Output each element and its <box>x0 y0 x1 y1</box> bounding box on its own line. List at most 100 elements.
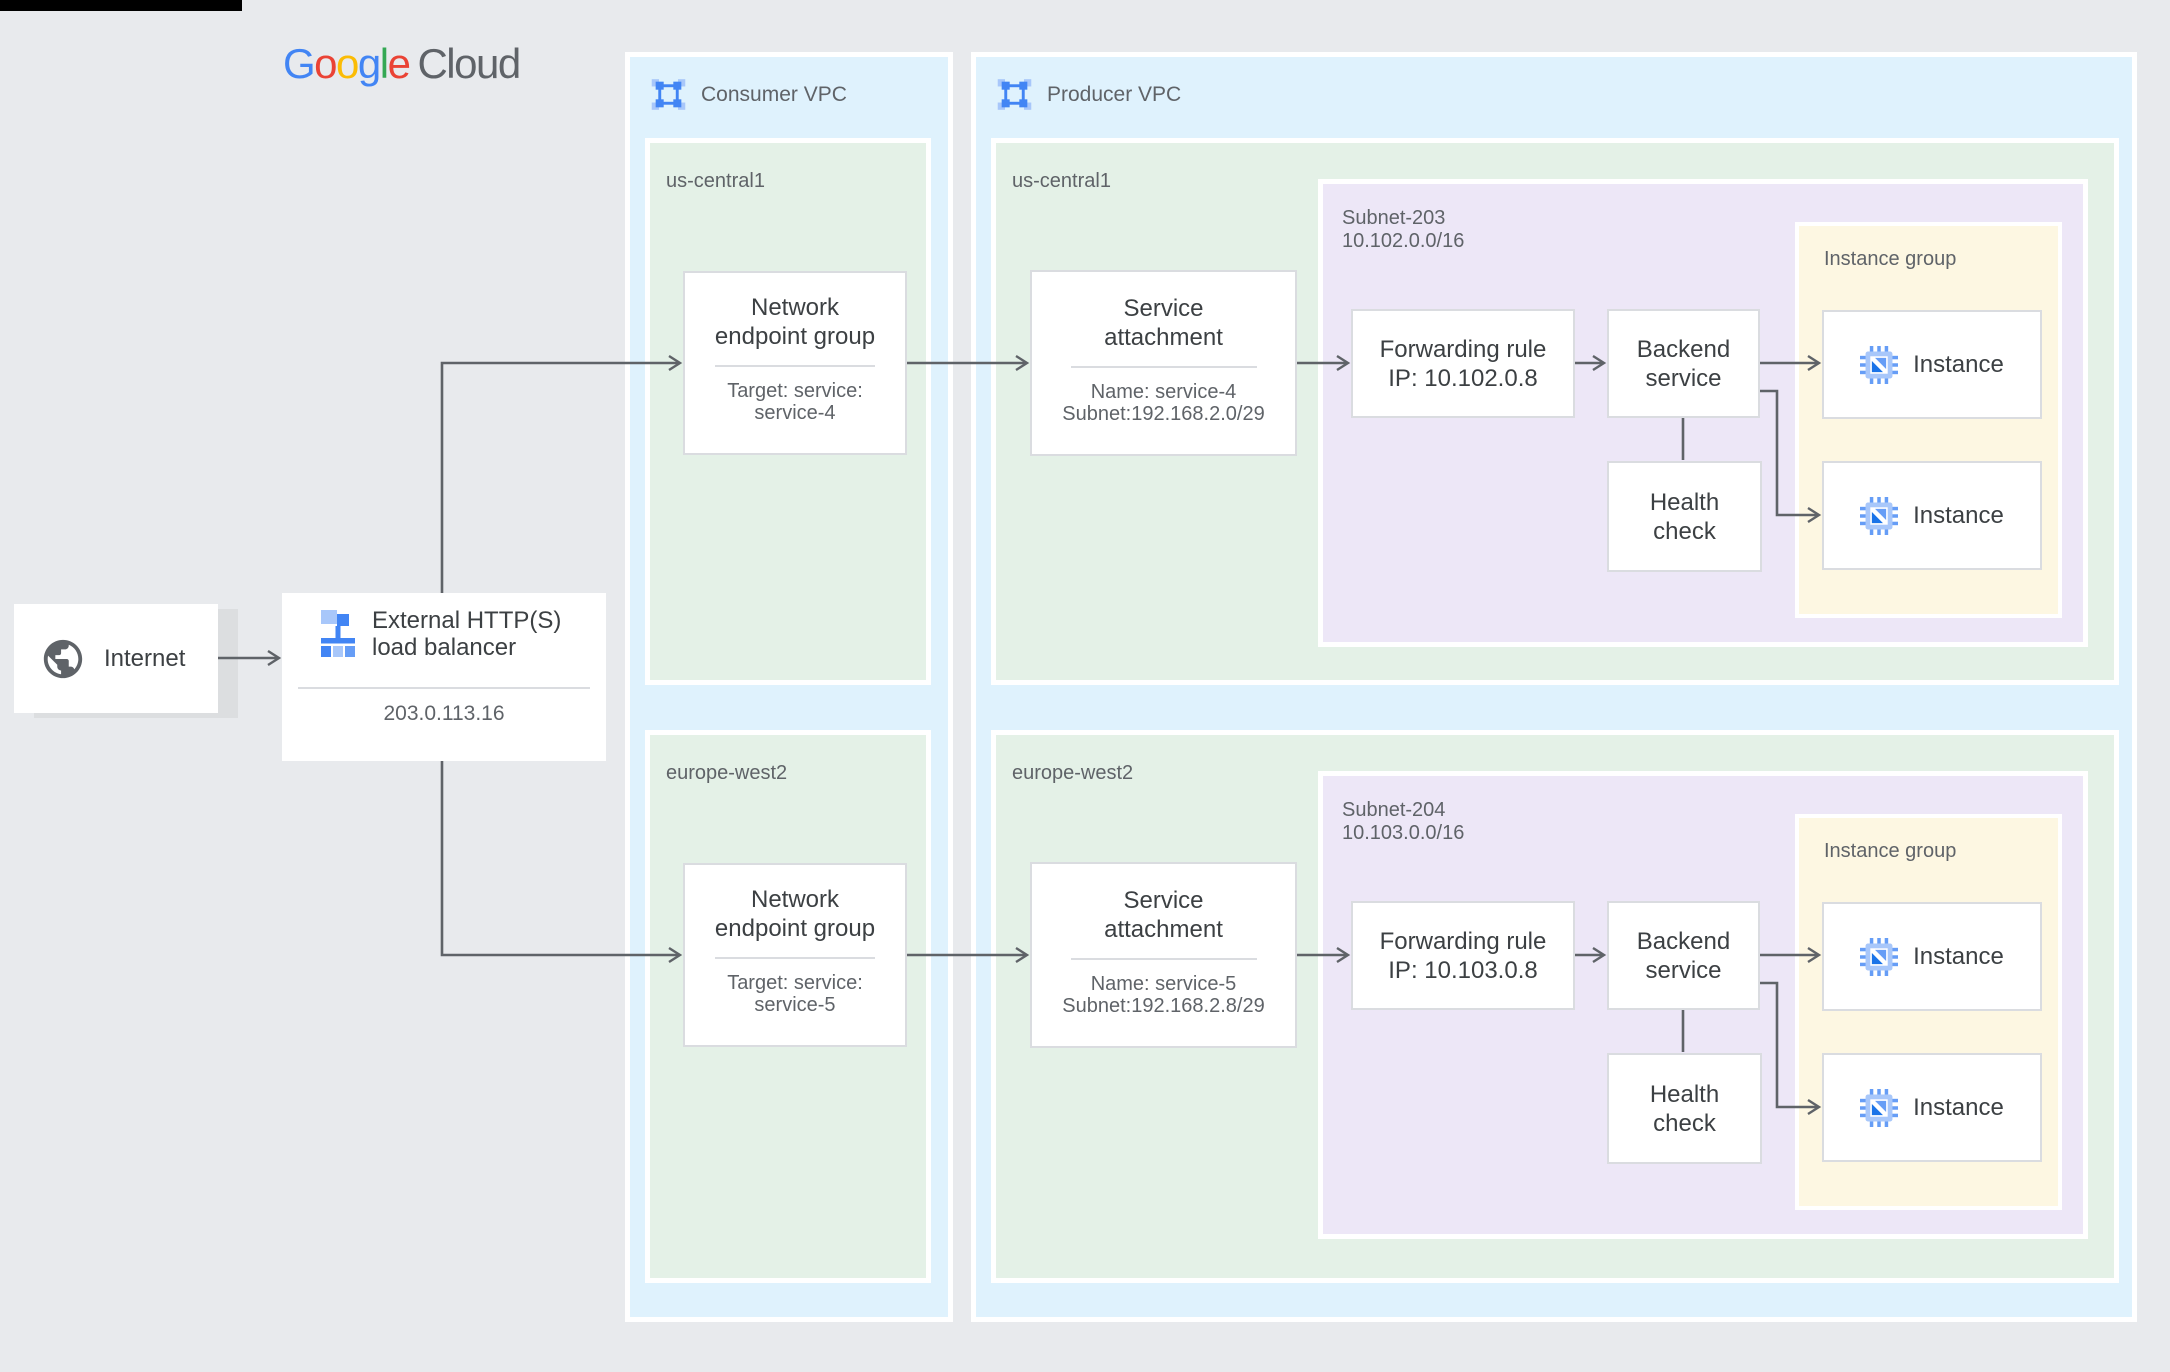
instance-2b: Instance <box>1822 1053 2042 1162</box>
lb-title-line2: load balancer <box>372 634 517 661</box>
neg-title: Network endpoint group <box>685 293 905 351</box>
fr-line1: Forwarding rule <box>1379 335 1547 363</box>
network-endpoint-group-1: Network endpoint group Target: service: … <box>683 271 907 455</box>
fr-text: Forwarding rule IP: 10.102.0.8 <box>1353 311 1573 416</box>
vpc-icon <box>651 79 686 110</box>
hc-line2: check <box>1653 517 1716 545</box>
lb-title-line1: External HTTP(S) <box>372 607 562 634</box>
sa-title: Service attachment <box>1032 886 1295 944</box>
hc-line1: Health <box>1649 1080 1720 1108</box>
internet-label: Internet <box>104 644 186 672</box>
divider <box>715 365 875 367</box>
compute-instance-icon <box>1860 1088 1899 1127</box>
forwarding-rule-2: Forwarding rule IP: 10.103.0.8 <box>1351 901 1575 1010</box>
sa-detail-line2: Subnet:192.168.2.8/29 <box>1062 995 1265 1017</box>
sa-detail-line1: Name: service-5 <box>1090 973 1237 995</box>
instance-label: Instance <box>1913 501 2004 529</box>
hc-line1: Health <box>1649 488 1720 516</box>
instance-group-label: Instance group <box>1824 248 1957 270</box>
region-label: us-central1 <box>666 170 765 192</box>
logo-letter: o <box>314 40 337 87</box>
top-black-bar <box>0 0 242 11</box>
neg-detail-line2: service-5 <box>754 994 836 1016</box>
network-endpoint-group-2: Network endpoint group Target: service: … <box>683 863 907 1047</box>
logo-letter: e <box>387 40 411 87</box>
internet-box: Internet <box>14 604 218 713</box>
instance-group-label: Instance group <box>1824 840 1957 862</box>
vpc-icon <box>997 79 1032 110</box>
lb-ip-address: 203.0.113.16 <box>383 702 505 725</box>
neg-detail-line1: Target: service: <box>727 380 863 402</box>
compute-instance-icon <box>1860 937 1899 976</box>
subnet-name: Subnet-204 <box>1342 799 1446 821</box>
sa-title-line2: attachment <box>1104 324 1223 351</box>
bs-line2: service <box>1645 364 1722 392</box>
lb-title: External HTTP(S) load balancer <box>372 607 561 661</box>
subnet-label: Subnet-204 10.103.0.0/16 <box>1342 799 1464 845</box>
bs-line1: Backend <box>1636 927 1731 955</box>
load-balancer-icon <box>321 610 355 657</box>
service-attachment-2: Service attachment Name: service-5 Subne… <box>1030 862 1297 1048</box>
forwarding-rule-1: Forwarding rule IP: 10.102.0.8 <box>1351 309 1575 418</box>
region-label: europe-west2 <box>666 762 788 784</box>
neg-details: Target: service: service-4 <box>685 380 905 424</box>
globe-icon <box>43 639 83 678</box>
instance-1b: Instance <box>1822 461 2042 570</box>
producer-vpc-label: Producer VPC <box>1047 83 1182 106</box>
bs-line1: Backend <box>1636 335 1731 363</box>
instance-label: Instance <box>1913 350 2004 378</box>
neg-title-line2: endpoint group <box>714 915 876 942</box>
bs-line2: service <box>1645 956 1722 984</box>
divider <box>1070 366 1257 368</box>
fr-line2: IP: 10.102.0.8 <box>1388 364 1538 392</box>
region-label: europe-west2 <box>1012 762 1134 784</box>
region-label: us-central1 <box>1012 170 1111 192</box>
neg-details: Target: service: service-5 <box>685 972 905 1016</box>
sa-detail-line1: Name: service-4 <box>1090 381 1237 403</box>
divider <box>1070 958 1257 960</box>
subnet-label: Subnet-203 10.102.0.0/16 <box>1342 207 1464 253</box>
neg-detail-line2: service-4 <box>754 402 836 424</box>
fr-line2: IP: 10.103.0.8 <box>1388 956 1538 984</box>
neg-title-line1: Network <box>750 886 840 913</box>
sa-title-line2: attachment <box>1104 916 1223 943</box>
logo-cloud-text: Cloud <box>417 40 521 87</box>
bs-text: Backend service <box>1609 903 1758 1008</box>
divider <box>298 687 590 689</box>
sa-title-line1: Service <box>1123 887 1204 914</box>
compute-instance-icon <box>1860 496 1899 535</box>
logo-letter: o <box>336 40 359 87</box>
divider <box>715 957 875 959</box>
hc-line2: check <box>1653 1109 1716 1137</box>
backend-service-2: Backend service <box>1607 901 1760 1010</box>
lb-header: External HTTP(S) load balancer <box>282 593 606 661</box>
neg-title-line2: endpoint group <box>714 323 876 350</box>
health-check-1: Health check <box>1607 461 1762 572</box>
logo-letter: l <box>379 40 389 87</box>
logo-letter: G <box>283 40 316 87</box>
compute-instance-icon <box>1860 345 1899 384</box>
sa-details: Name: service-4 Subnet:192.168.2.0/29 <box>1032 381 1295 425</box>
fr-text: Forwarding rule IP: 10.103.0.8 <box>1353 903 1573 1008</box>
sa-title-line1: Service <box>1123 295 1204 322</box>
hc-text: Health check <box>1609 1055 1760 1162</box>
instance-1a: Instance <box>1822 310 2042 419</box>
subnet-cidr: 10.102.0.0/16 <box>1342 230 1465 252</box>
consumer-vpc-label: Consumer VPC <box>701 83 847 106</box>
service-attachment-1: Service attachment Name: service-4 Subne… <box>1030 270 1297 456</box>
subnet-cidr: 10.103.0.0/16 <box>1342 822 1465 844</box>
neg-detail-line1: Target: service: <box>727 972 863 994</box>
instance-label: Instance <box>1913 942 2004 970</box>
subnet-name: Subnet-203 <box>1342 207 1446 229</box>
logo-letter: g <box>357 40 381 87</box>
sa-title: Service attachment <box>1032 294 1295 352</box>
neg-title-line1: Network <box>750 294 840 321</box>
instance-2a: Instance <box>1822 902 2042 1011</box>
health-check-2: Health check <box>1607 1053 1762 1164</box>
fr-line1: Forwarding rule <box>1379 927 1547 955</box>
neg-title: Network endpoint group <box>685 885 905 943</box>
hc-text: Health check <box>1609 463 1760 570</box>
sa-detail-line2: Subnet:192.168.2.0/29 <box>1062 403 1265 425</box>
